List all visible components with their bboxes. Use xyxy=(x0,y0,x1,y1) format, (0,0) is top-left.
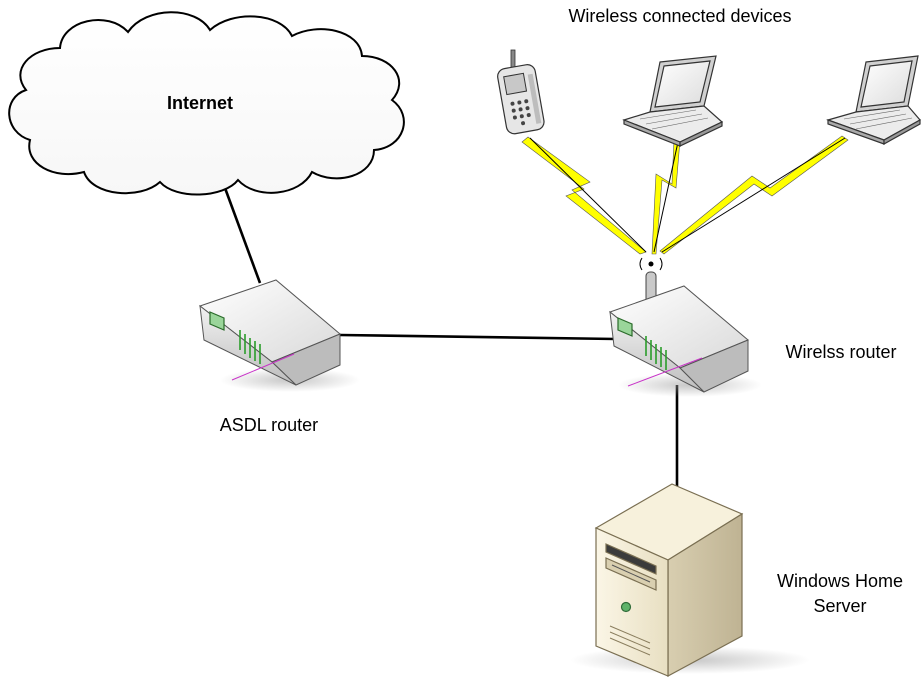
cloud-icon xyxy=(8,11,405,196)
asdl-to-wireless-wire xyxy=(339,333,617,341)
laptop-icon xyxy=(622,55,724,147)
home-server: Windows Home Server xyxy=(570,483,903,678)
wireless-router-label: Wirelss router xyxy=(785,342,896,362)
internet-label: Internet xyxy=(167,93,233,113)
phone-icon xyxy=(497,49,545,135)
port-lights xyxy=(239,330,261,364)
wireless-signals xyxy=(521,135,849,255)
asdl-router: ASDL router xyxy=(198,279,360,435)
signal-guide-lines xyxy=(529,137,846,253)
port-lights xyxy=(645,336,667,370)
router-icon xyxy=(198,279,341,386)
server-label-line2: Server xyxy=(813,596,866,616)
internet-cloud: Internet xyxy=(8,11,405,196)
wireless-devices-label: Wireless connected devices xyxy=(568,6,791,26)
server-icon xyxy=(594,483,744,678)
connection-lines xyxy=(223,187,679,490)
laptop-icon xyxy=(826,55,921,146)
laptop1-signal-icon xyxy=(651,139,681,255)
antenna-icon xyxy=(639,257,663,305)
wireless-router: Wirelss router xyxy=(608,257,897,397)
asdl-router-label: ASDL router xyxy=(220,415,318,435)
internet-to-asdl-wire xyxy=(223,187,262,284)
power-button-icon xyxy=(620,601,632,613)
phone-signal-icon xyxy=(521,136,647,255)
server-label-line1: Windows Home xyxy=(777,571,903,591)
router-icon xyxy=(608,285,749,393)
